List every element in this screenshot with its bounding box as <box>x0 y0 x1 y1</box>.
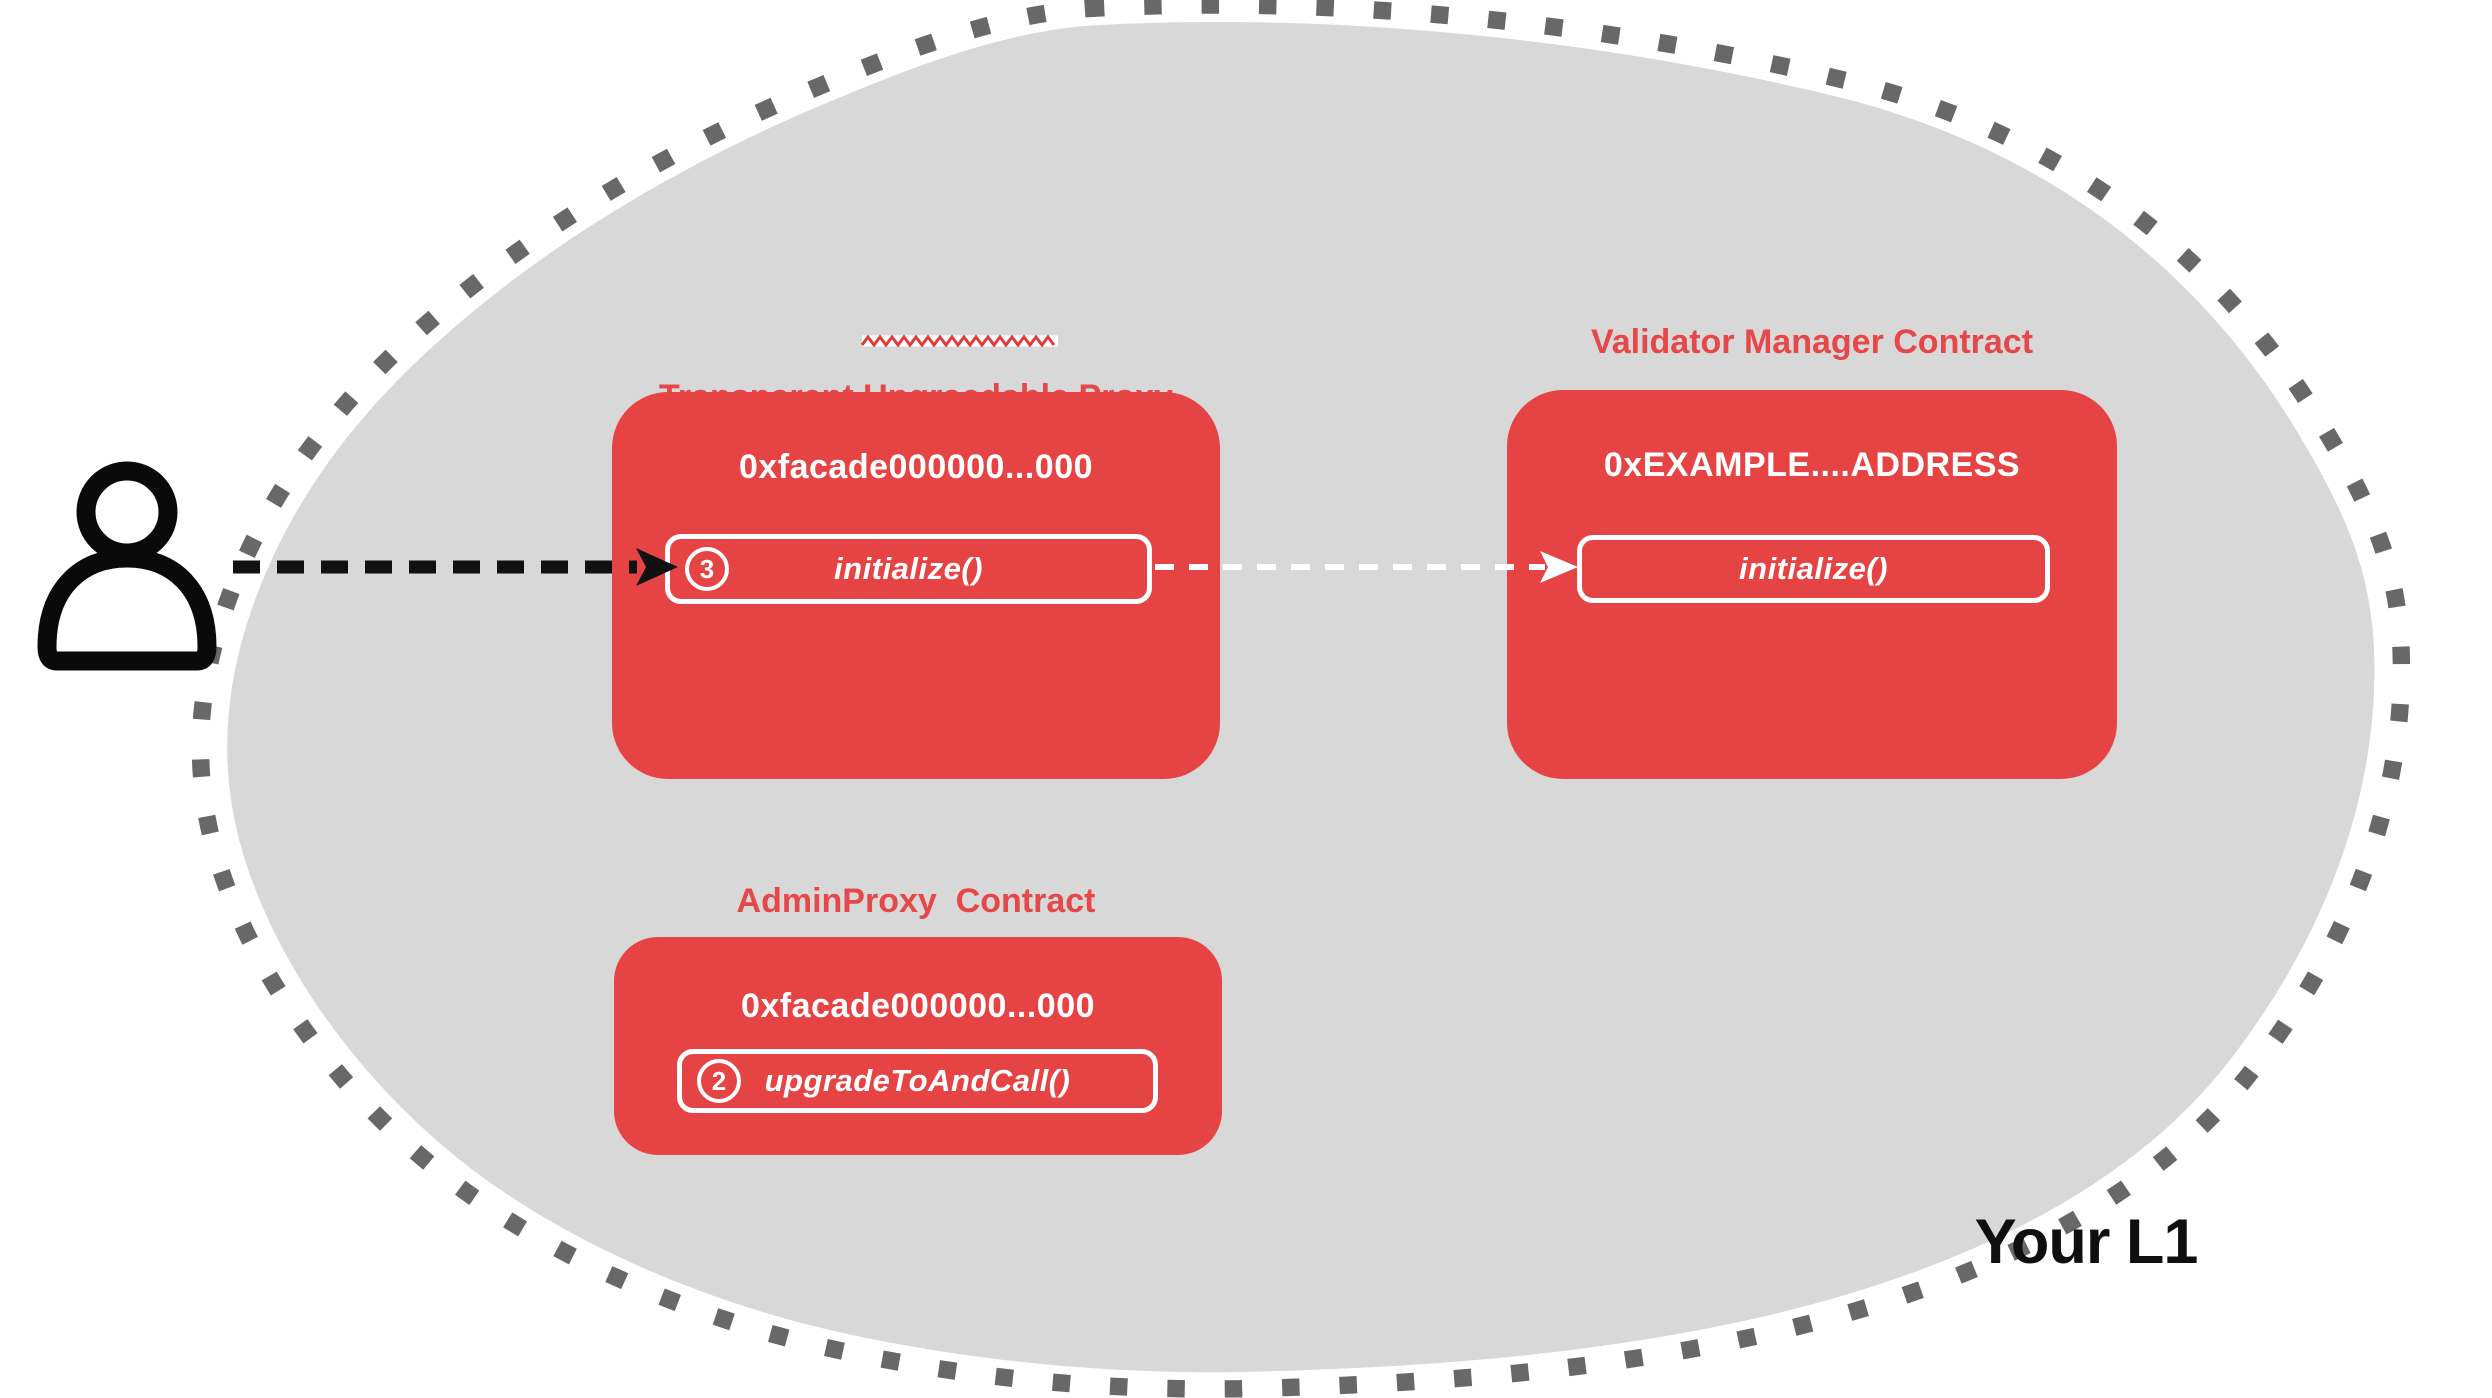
method-button-upgrade-to-and-call: 2 upgradeToAndCall() <box>677 1049 1158 1113</box>
region-label-your-l1: Your L1 <box>1974 1207 2199 1277</box>
contract-address: 0xEXAMPLE....ADDRESS <box>1603 446 2021 484</box>
method-label: upgradeToAndCall() <box>764 1063 1071 1098</box>
person-icon <box>37 461 217 671</box>
method-label: initialize() <box>834 551 983 586</box>
contract-box-transparent-proxy: 0xfacade000000...000 3 initialize() <box>612 392 1220 779</box>
method-button-initialize: initialize() <box>1577 535 2050 603</box>
step-badge: 2 <box>697 1059 741 1103</box>
title-validator-manager: Validator Manager Contract <box>1590 323 2034 361</box>
title-admin-proxy: AdminProxy Contract <box>736 882 1096 920</box>
l1-boundary-dots <box>191 0 2411 1398</box>
contract-address: 0xfacade000000...000 <box>738 448 1094 486</box>
method-label: initialize() <box>1739 551 1888 586</box>
method-button-initialize: 3 initialize() <box>665 534 1152 604</box>
step-badge: 3 <box>685 547 729 591</box>
contract-address: 0xfacade000000...000 <box>740 987 1096 1025</box>
contract-box-validator-manager: 0xEXAMPLE....ADDRESS initialize() <box>1507 390 2117 779</box>
contract-box-admin-proxy: 0xfacade000000...000 2 upgradeToAndCall(… <box>614 937 1222 1155</box>
